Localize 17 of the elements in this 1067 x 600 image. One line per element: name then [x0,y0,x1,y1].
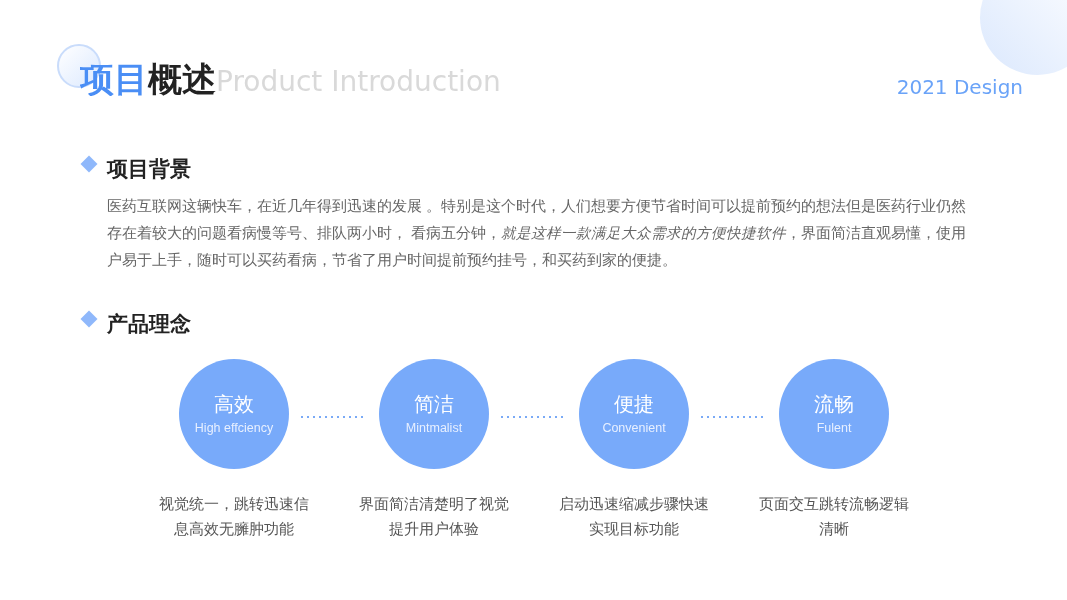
circle-subtitle: Fulent [816,420,852,437]
section-heading: 项目背景 [107,156,191,182]
year-label: 2021 Design [896,74,1023,101]
circle-subtitle: High effciency [194,420,274,437]
description: 启动迅速缩减步骤快速实现目标功能 [558,494,710,539]
circle-subtitle: Convenient [602,420,666,437]
paragraph: 医药互联网这辆快车，在近几年得到迅速的发展 。特别是这个时代，人们想要方便节省时间可以提前预约的想法但是医药行业仍然存在着较大的问题看病慢等号、排队两小时， 看病五分钟，就是这样一款满足大众需求的方便快捷软件，界面简洁直观易懂，使用户易于上手，随时可以买药看病，节省了用户时间提前预约挂号，和买药到家的便捷。 [107,197,968,270]
circle-title: 流畅 [814,391,854,417]
description: 页面交互跳转流畅逻辑清晰 [758,494,910,539]
circle-title: 便捷 [614,391,654,417]
circle-title: 简洁 [414,391,454,417]
section-heading: 产品理念 [107,311,191,337]
description: 视觉统一，跳转迅速信息高效无臃肿功能 [158,494,310,539]
circle-title: 高效 [214,391,254,417]
circle-subtitle: Mintmalist [405,420,463,437]
title: 项目概述 [80,62,216,96]
description: 界面简洁清楚明了视觉提升用户体验 [358,494,510,539]
